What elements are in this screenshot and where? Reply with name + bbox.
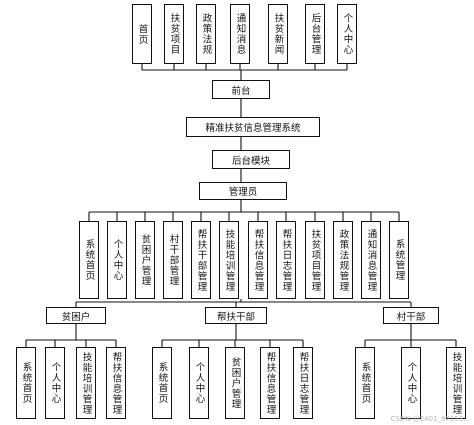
role-village-cadre: 村干部: [383, 307, 439, 324]
top-module-notices: 通知消息: [230, 4, 250, 64]
aid-module-personal-center: 个人中心: [189, 347, 209, 419]
top-module-backend-mgmt: 后台管理: [305, 4, 325, 64]
admin-node: 管理员: [199, 182, 287, 200]
backend-module-node: 后台模块: [212, 150, 290, 169]
admin-module-aid-log: 帮扶日志管理: [276, 221, 296, 299]
watermark: CSDN @2401_87153...: [390, 415, 470, 423]
top-module-personal-center: 个人中心: [337, 4, 357, 64]
role-aid-cadre: 帮扶干部: [205, 307, 267, 324]
top-module-policies: 政策法规: [196, 4, 216, 64]
frontend-node: 前台: [212, 80, 270, 99]
admin-module-poor-household: 贫困户管理: [135, 221, 155, 299]
system-title-node: 精准扶贫信息管理系统: [186, 117, 320, 137]
top-module-news: 扶贫新闻: [268, 4, 288, 64]
admin-module-policies: 政策法规管理: [333, 221, 353, 299]
aid-module-aid-info: 帮扶信息管理: [260, 347, 280, 419]
admin-module-aid-info: 帮扶信息管理: [248, 221, 268, 299]
admin-module-notices: 通知消息管理: [361, 221, 381, 299]
admin-module-system-mgmt: 系统管理: [389, 221, 409, 299]
role-poor-household: 贫困户: [46, 307, 106, 324]
admin-module-system-home: 系统首页: [79, 221, 99, 299]
aid-module-aid-log: 帮扶日志管理: [293, 347, 313, 419]
village-module-skill-training: 技能培训管理: [446, 347, 466, 419]
aid-module-system-home: 系统首页: [152, 347, 172, 419]
top-module-poverty-projects: 扶贫项目: [164, 4, 184, 64]
top-module-home: 首页: [132, 4, 152, 64]
poor-module-skill-training: 技能培训管理: [76, 347, 96, 419]
poor-module-system-home: 系统首页: [16, 347, 36, 419]
aid-module-poor-household: 贫困户管理: [225, 347, 245, 419]
admin-module-village-cadre: 村干部管理: [163, 221, 183, 299]
poor-module-aid-info: 帮扶信息管理: [106, 347, 126, 419]
village-module-personal-center: 个人中心: [401, 347, 421, 419]
admin-module-personal-center: 个人中心: [107, 221, 127, 299]
admin-module-poverty-projects: 扶贫项目管理: [305, 221, 325, 299]
poor-module-personal-center: 个人中心: [45, 347, 65, 419]
admin-module-skill-training: 技能培训管理: [219, 221, 239, 299]
village-module-system-home: 系统首页: [355, 347, 375, 419]
admin-module-aid-cadre: 帮扶干部管理: [191, 221, 211, 299]
